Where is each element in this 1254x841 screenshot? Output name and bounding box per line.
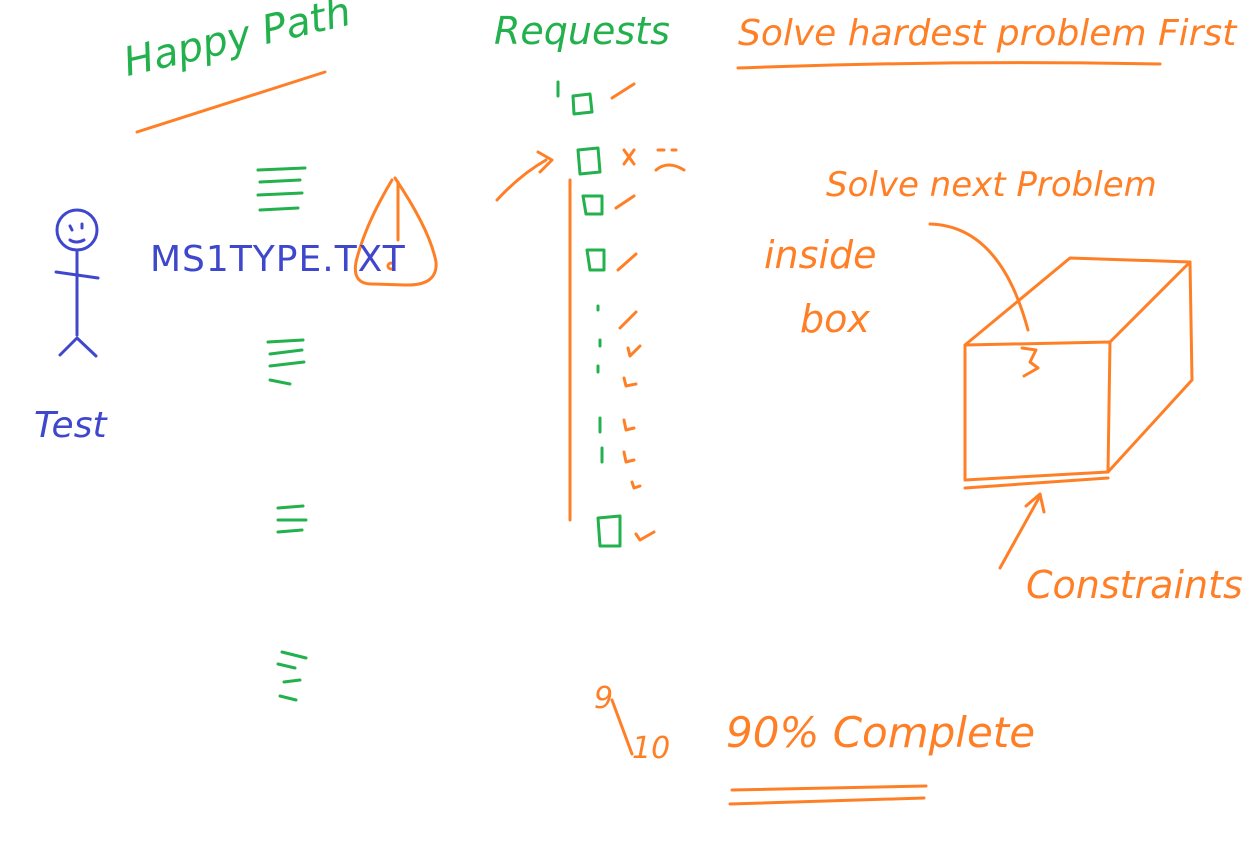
inside-label: inside [764,233,877,277]
bag-icon [353,176,438,287]
solve-next-label: Solve next Problem [826,165,1157,205]
constraints-arrow [998,492,1046,570]
title-underline [736,61,1162,70]
fraction-slash [610,698,634,756]
next-problem-arrow [928,222,1030,332]
box-label: box [800,297,870,341]
solve-hardest-label: Solve hardest problem First [738,13,1237,54]
fraction-numerator: 9 [594,681,614,716]
filename-label: MS1TYPE.TXT [150,239,406,280]
person-icon [54,208,100,358]
complete-underline [728,784,928,806]
requests-label: Requests [494,9,670,53]
happy-path-underline [135,70,327,134]
requests-timeline [495,150,572,522]
request-boxes [556,80,622,548]
request-checkmarks [610,82,686,542]
cube-icon [963,256,1194,490]
percent-complete-label: 90% Complete [726,708,1036,757]
test-label: Test [34,405,107,446]
constraints-label: Constraints [1026,563,1243,607]
happy-path-steps [256,166,308,702]
fraction-denominator: 10 [632,731,671,766]
